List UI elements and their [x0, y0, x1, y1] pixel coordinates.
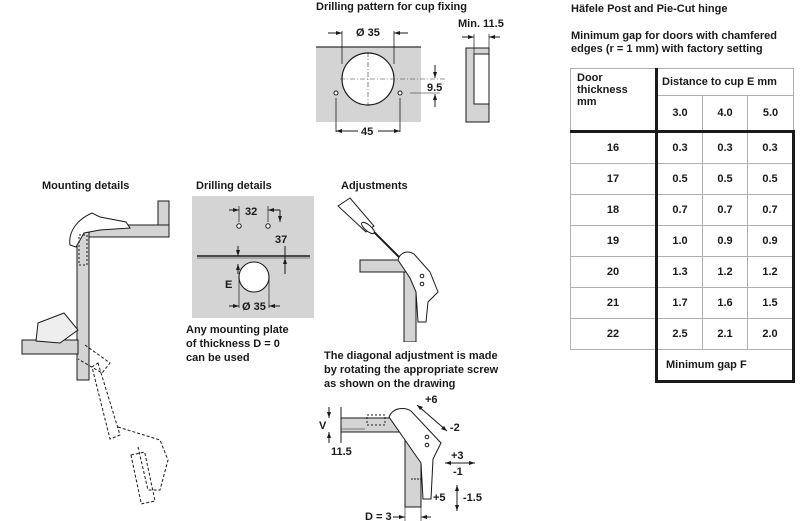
dim-diameter: Ø 35	[356, 27, 380, 39]
min-gap-table: Door thickness mm Distance to cup E mm 3…	[570, 68, 795, 383]
gap-value-cell: 1.5	[747, 287, 795, 319]
gap-value-cell: 1.0	[655, 225, 703, 257]
table-footer: Minimum gap F	[655, 349, 795, 383]
gap-value-cell: 0.5	[655, 163, 703, 195]
dim-spacing: 45	[361, 126, 373, 138]
row-header: Door thickness mm	[570, 68, 658, 132]
dim-e: E	[225, 279, 232, 291]
col-header: 4.0	[702, 95, 748, 132]
gap-value-cell: 0.7	[702, 194, 748, 226]
door-thickness-cell: 16	[570, 130, 658, 164]
gap-value-cell: 2.5	[655, 318, 703, 350]
adjustments-title: Adjustments	[341, 180, 408, 192]
gap-value-cell: 0.3	[702, 130, 748, 164]
door-thickness-cell: 19	[570, 225, 658, 257]
col-header: 3.0	[656, 95, 703, 132]
door-thickness-cell: 17	[570, 163, 658, 195]
label-11-5: 11.5	[331, 446, 352, 458]
label-plus6: +6	[425, 394, 438, 406]
door-thickness-cell: 22	[570, 318, 658, 350]
gap-value-cell: 0.7	[655, 194, 703, 226]
dim-diameter-drill: Ø 35	[242, 301, 266, 313]
gap-value-cell: 2.0	[747, 318, 795, 350]
door-thickness-cell: 21	[570, 287, 658, 319]
table-caption: Minimum gap for doors with chamfered edg…	[571, 30, 777, 55]
label-v: V	[319, 420, 327, 432]
dim-37: 37	[275, 234, 287, 246]
mounting-diagram	[21, 200, 170, 505]
label-plus3: +3	[451, 450, 464, 462]
drilling-note: Any mounting plate of thickness D = 0 ca…	[186, 324, 289, 364]
hinge-title: Häfele Post and Pie-Cut hinge	[571, 3, 728, 15]
door-thickness-cell: 18	[570, 194, 658, 226]
drilling-title: Drilling details	[196, 180, 272, 192]
gap-value-cell: 2.1	[702, 318, 748, 350]
label-minus1: -1	[453, 466, 463, 478]
gap-value-cell: 1.7	[655, 287, 703, 319]
col-header: 5.0	[747, 95, 794, 132]
screwdriver-icon	[337, 197, 405, 263]
adjustment-detail-diagram: V 11.5 +6 -2 +3 -1 +5 -1.5 D = 3	[319, 394, 482, 521]
gap-value-cell: 0.3	[747, 130, 795, 164]
col-group-header: Distance to cup E mm	[656, 68, 794, 96]
gap-value-cell: 1.2	[702, 256, 748, 288]
label-minus2: -2	[450, 422, 460, 434]
mounting-title: Mounting details	[42, 180, 130, 192]
dim-min: Min. 11.5	[458, 18, 504, 30]
drilling-diagram: 32 37 Ø 35 E	[192, 196, 314, 318]
door-thickness-cell: 20	[570, 256, 658, 288]
cup-fixing-diagram: Ø 35 45 9.5 Min. 11.5	[316, 18, 504, 138]
gap-value-cell: 0.7	[747, 194, 795, 226]
cup-fixing-title: Drilling pattern for cup fixing	[316, 1, 467, 13]
gap-value-cell: 0.3	[655, 130, 703, 164]
gap-value-cell: 0.5	[702, 163, 748, 195]
adjustments-note: The diagonal adjustment is made by rotat…	[324, 350, 499, 390]
label-plus5: +5	[433, 492, 446, 504]
label-d3: D = 3	[365, 511, 392, 521]
gap-value-cell: 1.6	[702, 287, 748, 319]
gap-value-cell: 1.3	[655, 256, 703, 288]
adjustments-diagram	[337, 197, 439, 342]
gap-value-cell: 0.9	[702, 225, 748, 257]
gap-value-cell: 1.2	[747, 256, 795, 288]
dim-32: 32	[245, 206, 257, 218]
gap-value-cell: 0.9	[747, 225, 795, 257]
dim-offset: 9.5	[427, 82, 442, 94]
label-minus1-5: -1.5	[463, 492, 482, 504]
gap-value-cell: 0.5	[747, 163, 795, 195]
